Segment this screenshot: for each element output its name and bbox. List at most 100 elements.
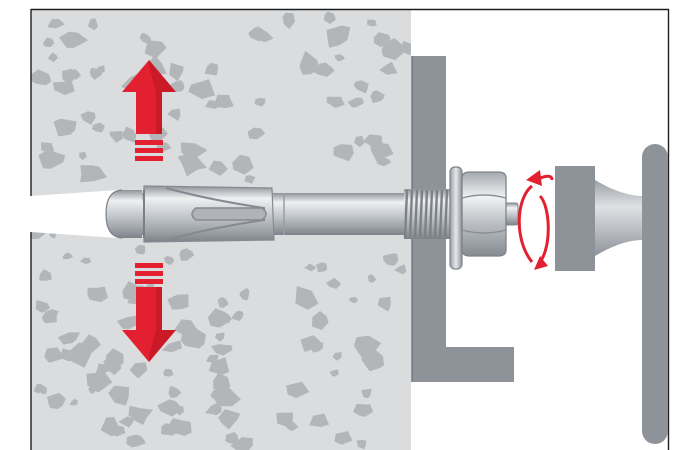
concrete-speckle [212,385,241,407]
arrow-stripe [135,148,163,153]
concrete-speckle [95,363,112,376]
concrete-speckle [57,332,81,345]
arrow-stripe [135,263,163,268]
concrete-speckle [370,142,394,162]
concrete-speckle [230,437,253,450]
concrete-speckle [334,54,345,62]
wrench-socket [555,166,595,271]
wrench-neck [595,180,643,256]
concrete-speckle [353,403,374,417]
socket-wrench [555,144,668,444]
concrete-speckle [64,69,81,80]
concrete-speckle [254,97,266,107]
rotate-clockwise-icon [517,170,554,270]
concrete-speckle [210,391,219,399]
concrete-speckle [47,392,66,410]
concrete-speckle [169,62,184,82]
arrow-up-icon [122,60,176,161]
arrow-down-icon [122,263,176,362]
concrete-speckle [79,152,87,161]
concrete-speckle [370,90,385,104]
concrete-speckle [377,296,391,312]
concrete-speckle [43,37,55,48]
concrete-speckle [394,264,407,275]
concrete-speckle [144,40,167,59]
concrete-speckle [107,424,126,437]
concrete-speckle [295,286,319,310]
concrete-speckle [207,308,226,328]
concrete-speckle [234,310,244,319]
concrete-speckle [31,69,52,86]
concrete-speckle [76,343,93,356]
concrete-speckle [59,31,89,49]
concrete-speckle [299,50,320,75]
concrete-speckle [41,309,59,324]
concrete-speckle [304,263,316,272]
concrete-speckle [400,41,411,56]
concrete-speckle [118,416,135,428]
washer [449,166,463,270]
concrete-speckle [276,412,293,427]
concrete-speckle [211,344,233,356]
concrete-speckle [361,388,372,399]
concrete-speckle [53,81,75,96]
concrete-speckle [367,19,377,27]
concrete-speckle [218,311,232,324]
concrete-speckle [309,339,324,353]
concrete-speckle [347,97,364,108]
concrete-speckle [88,386,96,394]
concrete-speckle [129,362,148,379]
concrete-speckle [87,18,99,31]
concrete-speckle [87,286,108,303]
concrete-speckle [213,94,234,109]
concrete-speckle [69,398,78,406]
concrete-speckle [157,399,182,417]
concrete-speckle [218,409,241,430]
hex-nut [461,171,507,257]
concrete-speckle [326,25,351,48]
concrete-speckle [47,52,58,63]
concrete-speckle [168,386,182,398]
concrete-speckle [353,80,369,94]
concrete-speckle [62,252,73,260]
concrete-speckle [204,402,222,416]
concrete-speckle [41,386,47,395]
concrete-speckle [35,300,51,313]
concrete-speckle [92,122,105,133]
concrete-speckle [250,26,274,43]
concrete-speckle [379,61,398,75]
concrete-speckle [383,253,399,266]
concrete-speckle [188,79,216,99]
steel-angle-bracket [412,56,514,382]
concrete-speckle [247,127,266,140]
concrete-speckle [393,46,402,54]
concrete-speckle [167,108,181,121]
concrete-speckle [167,294,189,310]
concrete-speckle [244,175,256,184]
arrow-stripe [135,271,163,276]
concrete-speckle [373,32,391,48]
concrete-speckle [161,423,178,436]
concrete-speckle [324,11,336,24]
concrete-speckle [163,368,174,377]
concrete-speckle [128,405,154,425]
concrete-speckle [89,67,103,80]
concrete-speckle [356,439,367,450]
concrete-speckle [53,118,77,137]
concrete-speckle [214,332,225,342]
wrench-handle [642,144,668,444]
arrow-stripe [135,279,163,284]
concrete-speckle [332,352,342,361]
concrete-speckle [180,142,208,162]
concrete-speckle [348,297,358,304]
concrete-speckle [315,262,328,273]
concrete-speckle [208,160,228,176]
concrete-speckle [139,33,151,45]
concrete-speckle [80,165,107,183]
concrete-speckle [177,152,207,177]
concrete-speckle [126,434,146,448]
concrete-speckle [206,354,219,364]
concrete-speckle [116,315,139,330]
concrete-speckle [174,319,198,338]
concrete-speckle [367,274,377,283]
